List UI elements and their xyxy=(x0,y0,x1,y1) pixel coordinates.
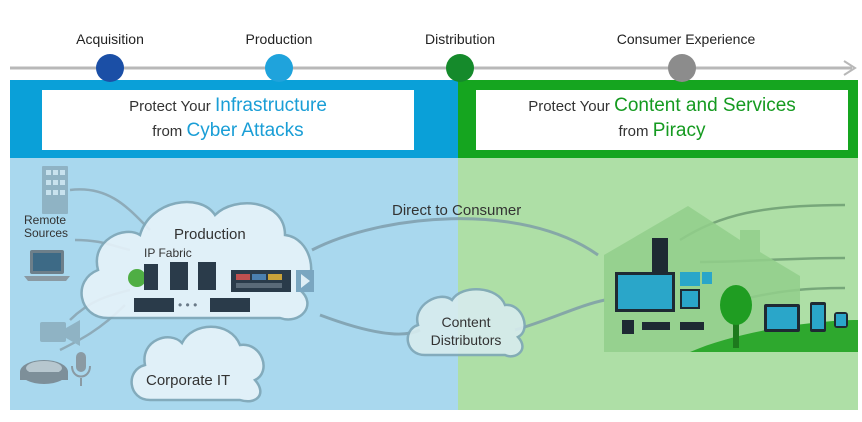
watch-icon xyxy=(834,312,848,328)
infrastructure-banner: Protect Your Infrastructure from Cyber A… xyxy=(42,90,414,150)
stadium-icon xyxy=(20,360,68,384)
corporate-it-label: Corporate IT xyxy=(146,372,231,389)
stage-label-distribution: Distribution xyxy=(424,31,496,47)
stage-dot-acquisition xyxy=(96,54,124,82)
banner-prefix: Protect Your xyxy=(528,98,610,115)
banner-highlight: Infrastructure xyxy=(214,95,327,116)
server-icon xyxy=(128,262,250,312)
banner-prefix: from xyxy=(618,123,649,140)
remote-sources-label: Remote Sources xyxy=(24,213,69,240)
stage-dot-production xyxy=(265,54,293,82)
ip-fabric-label: IP Fabric xyxy=(144,246,192,260)
timeline-dots xyxy=(96,54,696,82)
banner-highlight: Piracy xyxy=(652,120,706,141)
banner-highlight: Content and Services xyxy=(614,95,796,116)
stage-label-consumer-experience: Consumer Experience xyxy=(616,31,756,47)
building-icon xyxy=(42,166,68,214)
production-cloud-label: Production xyxy=(174,226,246,243)
video-wall-icon xyxy=(231,270,314,292)
distributors-cloud xyxy=(406,287,526,358)
tv-icon xyxy=(615,238,712,334)
stage-dot-distribution xyxy=(446,54,474,82)
camera-icon xyxy=(40,320,80,346)
corporate-it-cloud xyxy=(130,325,265,403)
direct-to-consumer-label: Direct to Consumer xyxy=(392,202,522,219)
stage-label-production: Production xyxy=(245,31,313,47)
timeline-arrow xyxy=(10,60,857,76)
ellipsis-label: • • • xyxy=(178,298,198,312)
stage-label-acquisition: Acquisition xyxy=(76,31,144,47)
phone-icon xyxy=(810,302,826,332)
stage-dot-consumer-experience xyxy=(668,54,696,82)
content-banner: Protect Your Content and Services from P… xyxy=(476,90,848,150)
banner-prefix: from xyxy=(152,123,183,140)
laptop-icon xyxy=(24,250,70,281)
microphone-icon xyxy=(71,352,91,386)
banner-highlight: Cyber Attacks xyxy=(186,120,304,141)
banner-prefix: Protect Your xyxy=(129,98,211,115)
tree-icon xyxy=(720,285,752,348)
content-distributors-label: Content Distributors xyxy=(430,314,502,348)
tablet-icon xyxy=(764,304,800,332)
